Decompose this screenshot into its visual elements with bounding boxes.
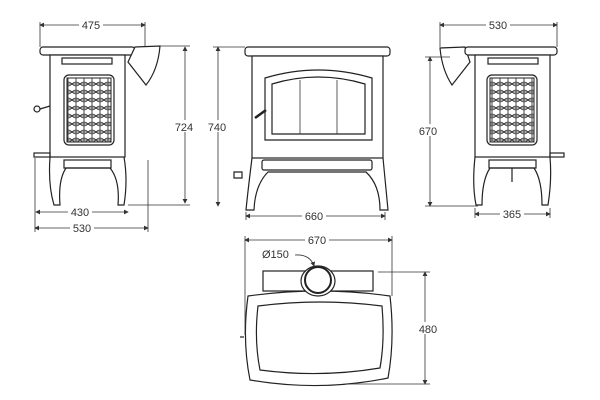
legs (48, 156, 127, 206)
handle-icon (33, 105, 41, 113)
top-plate-inner (255, 301, 384, 375)
side-view-right (439, 46, 565, 206)
legs (245, 157, 389, 211)
dim-480: 480 (419, 324, 437, 336)
dim-430: 430 (71, 207, 89, 219)
top-dimensions: 670 Ø150 480 (244, 234, 440, 385)
top-view (240, 265, 393, 387)
side-right-dimensions: 530 670 365 (416, 18, 558, 221)
dim-365: 365 (503, 209, 521, 221)
side-grille (489, 77, 535, 143)
top-plate (39, 46, 136, 56)
side-view-left (33, 45, 161, 206)
side-panel (486, 74, 538, 146)
door-handle (254, 108, 267, 120)
dim-670-top: 670 (308, 235, 326, 247)
dim-740: 740 (208, 122, 226, 134)
top-plate (244, 46, 391, 57)
body (251, 55, 384, 159)
dim-670-side: 670 (419, 126, 437, 138)
side-panel (63, 74, 115, 146)
front-view (233, 46, 391, 211)
air-control-icon (233, 171, 243, 179)
door (264, 69, 373, 141)
front-dimensions: 740 660 (205, 46, 386, 223)
flue-circle (304, 266, 332, 294)
dim-724: 724 (175, 122, 193, 134)
side-grille (66, 77, 112, 143)
dim-flue-diameter: Ø150 (262, 249, 289, 261)
flue-collar (127, 45, 161, 86)
top-plate (464, 46, 558, 56)
dim-475: 475 (82, 20, 100, 32)
side-left-dimensions: 475 724 430 530 (34, 18, 196, 235)
flue-collar (439, 46, 471, 87)
glass (271, 76, 366, 135)
dim-530-left: 530 (73, 223, 91, 235)
dim-530-right: 530 (489, 20, 507, 32)
flue-outlet (300, 265, 336, 297)
dim-660: 660 (305, 211, 323, 223)
ash-drawer (261, 159, 373, 171)
top-outline (244, 290, 393, 387)
